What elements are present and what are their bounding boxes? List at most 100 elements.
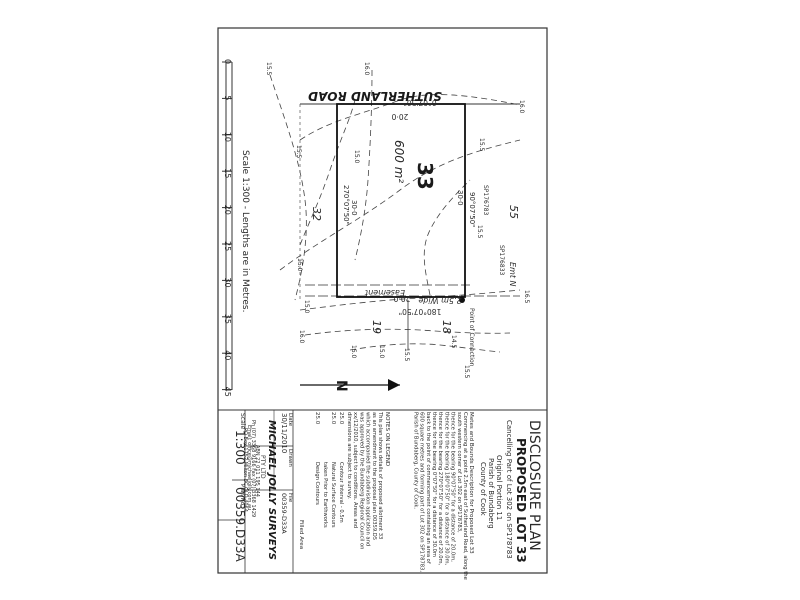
contour-label: 16.0 [518,100,525,114]
metes-line: south western corner of Lot 302 on SP178… [456,412,462,533]
notes-line: which accompanied the subdivision applic… [365,412,371,546]
notes-line: as an amendment to the proposal plan 003… [371,412,377,540]
company-abn: ABN 22 011 195 144 [254,445,260,497]
file-value: 00359-D33A [280,493,288,534]
drawn-label: Drawn [287,449,293,467]
easement-width: 2.5m Wide [418,296,461,305]
contour-label: 15.0 [353,150,360,164]
scale-caption: Scale 1:300 - Lengths are in Metres. [240,150,250,312]
company-address: PO Box 1752 Milton BC QLD 4064 [242,428,248,512]
plan-subtitle: PROPOSED LOT 33 [514,438,528,563]
adjoining-lot-19: 19 [370,320,383,334]
easement-label: Easement [364,288,405,297]
notes-line: dimensions are subject to survey. [346,412,352,499]
lot-33-boundary [336,103,466,298]
notes-line: This plan shows details of proposed allo… [377,411,383,539]
lot-area: 600 m² [392,140,406,183]
contour-label: 15.5 [463,365,470,379]
scale-value: 1:300 [233,430,247,465]
parish-line-3: County of Cook [479,462,487,517]
company-name: MICHAEL JOLLY SURVEYS [266,420,277,560]
metes-line: thence for the bearing 90°07'50" for a d… [450,412,456,562]
contour-label: 15.5 [403,348,410,362]
notes-line: was approved by the Bundaberg Regional C… [358,412,364,549]
dimension-right: 30·0 [456,190,464,206]
plan-no-value: 00359.D33A [233,487,247,562]
legend-description: Contour Interval - 0.5m [338,462,344,523]
metes-line: thence for the bearing 270°07'50" for a … [437,412,443,566]
contour-label: 16.0 [298,330,305,344]
company-phone: Ph (07) 3368 9166 Fax (07) 3368 1429 [250,420,256,517]
bearing-bottom: 180°07'50" [399,307,442,316]
contour-label: 15.0 [350,345,357,359]
dimension-bottom: 20·0 [393,294,410,303]
legend-value: 25.0 [314,412,320,425]
adjoining-lot-32: 32 [310,207,323,221]
road-name: SUTHERLAND ROAD [308,89,442,103]
legend-description: Natural Surface Contours [330,462,336,528]
cancelling-text: Cancelling Part of Lot 302 on SP178783 [505,420,513,559]
metes-line: back to the point of commencement contai… [425,412,431,564]
contour-label: 15.5 [478,138,485,152]
scale-tick-label: 10 [223,132,232,142]
metes-line: 600 square metres and forming part of Lo… [419,412,425,572]
connection-point-marker [459,297,465,303]
dimension-top: 20·0 [391,112,408,121]
legend-description: taken Prior to Earthworks [322,462,328,528]
north-arrow [300,379,400,391]
scale-tick-label: 15 [223,168,232,178]
easement-emt-label: Emt N [508,262,517,287]
bearing-right: 90°07'50" [468,192,476,227]
sp-reference-left: SP176833 [498,245,505,276]
connection-label: Point of Connection [468,308,475,367]
parish-line-1: Original Portion 11 [495,455,503,520]
contour-label: 15.5 [476,225,483,239]
north-label: N [333,380,349,392]
contour-label: 15.0 [296,258,303,272]
company-email: Email: office@michaeljolly.com.au [246,425,252,510]
scale-bar: 0 5 10 15 20 25 30 35 40 45 [222,59,233,397]
contour-label: 14.5 [450,335,457,349]
contour-label: 15.5 [295,145,302,159]
adjoining-lot-18: 18 [440,320,453,334]
legend-description: Design Contours [314,462,320,505]
title-block [218,410,294,573]
notes-text: This plan shows details of proposed allo… [346,411,383,549]
metes-and-bounds-text: Commencing at a point 2.5m east of Suthe… [412,412,468,580]
parish-line-2: Parish of Bundaberg [487,458,495,529]
metes-line: Parish of Bundaberg, County of Cook. [412,412,418,509]
scale-tick-label: 45 [223,387,232,397]
contour-label: 15.5 [265,62,272,76]
file-label: File [287,493,293,503]
dimension-left: 30·0 [350,200,358,216]
contour-label: 15.0 [303,300,310,314]
sp-reference-right: SP176783 [482,185,489,216]
adjoining-lot-55: 55 [507,205,520,219]
bearing-left: 270°07'50" [342,185,350,225]
date-label: Date [287,413,293,427]
scale-tick-label: 40 [223,350,232,360]
contour-label: 16.5 [523,290,530,304]
company-pty: PTY LTD [259,455,266,479]
scale-tick-label: 30 [223,277,232,287]
scale-tick-label: 20 [223,205,232,215]
scale-tick-label: 35 [223,314,232,324]
metes-line: thence for the bearing 0°07'50" for a di… [431,412,437,557]
scale-tick-label: 0 [223,59,232,64]
date-value: 30/11/2010 [280,413,288,453]
metes-heading: Metes and Bounds Description for Propose… [468,412,474,554]
legend-value: 25.0 [338,412,344,425]
bearing-top: 0°07'50" [403,98,436,107]
filled-area-label: Filled Area [298,520,304,549]
metes-line: thence for the bearing 180°07'50" for a … [443,412,449,566]
contour-label: 15.0 [378,345,385,359]
scale-label: Scale [239,413,246,429]
scale-tick-label: 25 [223,241,232,251]
notes-line: xx/12/2010, subject to conditions. Areas… [352,412,358,528]
page-border [217,27,548,574]
scale-tick-label: 5 [223,95,232,100]
contour-lines [269,69,521,353]
plan-no-label: Plan No [239,484,245,506]
